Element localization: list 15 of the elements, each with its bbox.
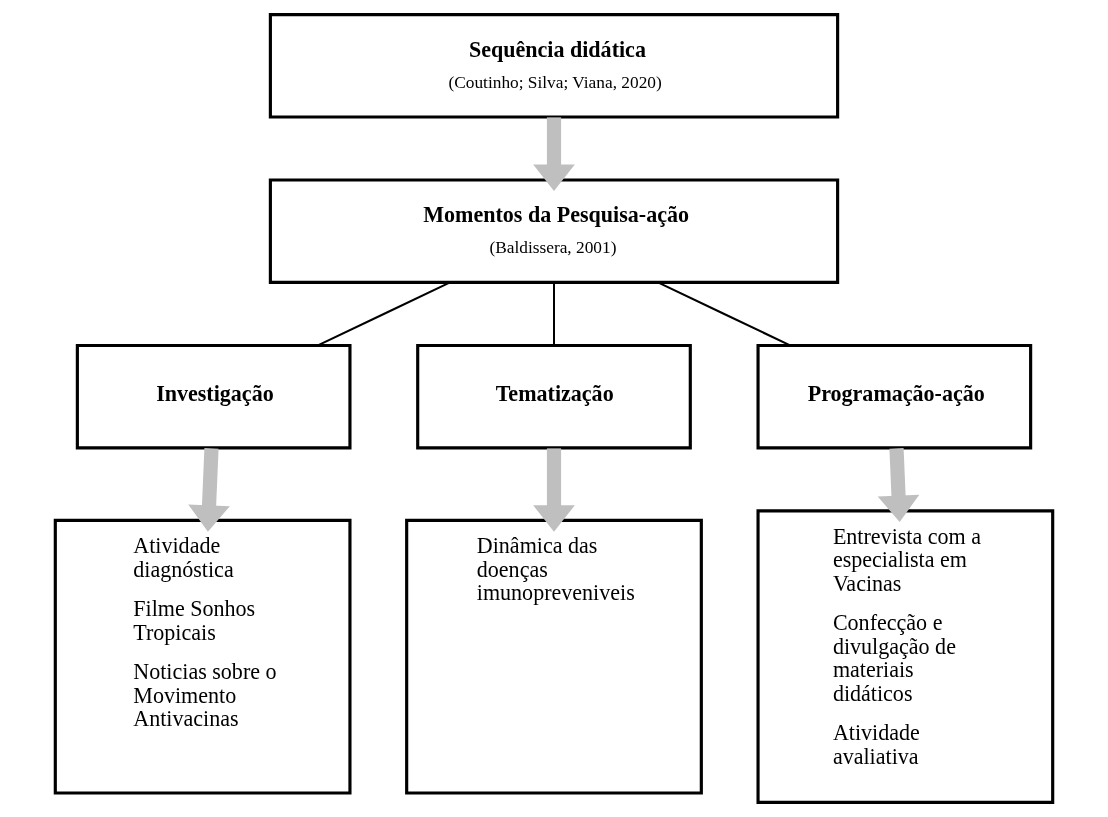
connector (552, 282, 556, 345)
arrow (533, 448, 575, 532)
node-box: Tematização (416, 343, 692, 450)
node-box: Atividade diagnóstica Filme Sonhos Tropicais Noticias sobre o Movimento Antivacinas (53, 518, 352, 795)
node-box: Entrevista com a especialista em Vacinas Confecção e divulgação de materiais didáticos Atividade avaliativa (756, 509, 1055, 804)
node-box: Investigação (75, 343, 352, 450)
arrow (533, 117, 575, 191)
connector (658, 281, 791, 347)
node-box: Momentos da Pesquisa-ação (Baldissera, 2001) (268, 178, 840, 285)
arrow (188, 448, 230, 532)
node-box: Sequência didática (Coutinho; Silva; Viana, 2020) (268, 13, 840, 119)
node-box: Programação-ação (756, 343, 1033, 450)
arrow (877, 448, 920, 523)
node-box: Dinâmica das doenças imunopreveniveis (405, 518, 703, 795)
connector (317, 281, 450, 347)
